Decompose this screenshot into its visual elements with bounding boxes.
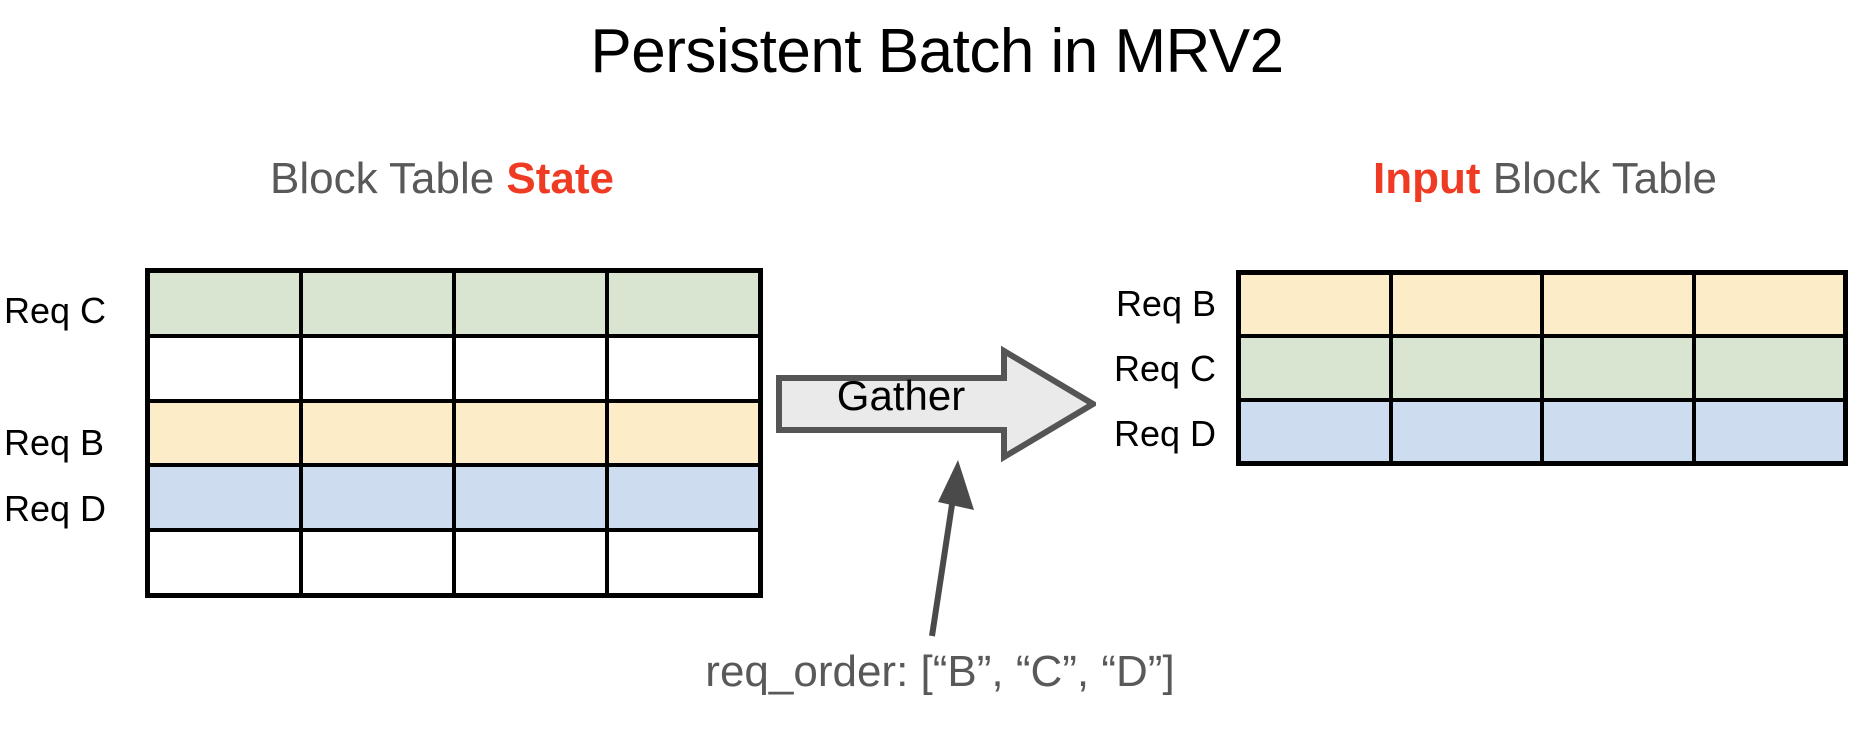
input-block-table-grid bbox=[1236, 270, 1848, 466]
grid-cell bbox=[456, 467, 605, 529]
right-heading-suffix: Block Table bbox=[1480, 154, 1717, 203]
gather-label: Gather bbox=[836, 372, 966, 419]
grid-cell bbox=[303, 467, 452, 529]
grid-cell bbox=[303, 337, 452, 399]
left-row-label-req-d: Req D bbox=[4, 488, 107, 529]
grid-cell bbox=[150, 532, 299, 593]
grid-cell bbox=[609, 337, 758, 399]
grid-cell bbox=[303, 273, 452, 334]
left-row-label-req-c: Req C bbox=[4, 290, 107, 331]
grid-cell bbox=[303, 532, 452, 593]
req-order-caption: req_order: [“B”, “C”, “D”] bbox=[705, 647, 1175, 696]
grid-cell bbox=[1544, 275, 1692, 335]
grid-cell bbox=[456, 337, 605, 399]
grid-cell bbox=[1392, 275, 1540, 335]
grid-cell bbox=[303, 402, 452, 464]
grid-cell bbox=[456, 402, 605, 464]
req-order-pointer-arrow-icon bbox=[929, 460, 974, 637]
grid-cell bbox=[1695, 338, 1843, 398]
left-panel-heading: Block Table State bbox=[182, 152, 702, 206]
right-row-label-req-b: Req B bbox=[1115, 283, 1216, 324]
grid-cell bbox=[1241, 338, 1389, 398]
grid-cell bbox=[1392, 401, 1540, 461]
grid-cell bbox=[1544, 338, 1692, 398]
grid-cell bbox=[1695, 401, 1843, 461]
grid-cell bbox=[1241, 401, 1389, 461]
gather-arrow-icon bbox=[776, 346, 1096, 462]
grid-cell bbox=[1241, 275, 1389, 335]
right-row-label-req-c: Req C bbox=[1113, 348, 1216, 389]
grid-cell bbox=[1695, 275, 1843, 335]
grid-cell bbox=[456, 532, 605, 593]
right-row-label-req-d: Req D bbox=[1113, 413, 1216, 454]
grid-cell bbox=[609, 467, 758, 529]
left-heading-accent: State bbox=[506, 154, 615, 203]
right-panel-heading: Input Block Table bbox=[1275, 152, 1815, 206]
grid-cell bbox=[609, 532, 758, 593]
grid-cell bbox=[1392, 338, 1540, 398]
block-table-state-grid bbox=[145, 268, 763, 598]
grid-cell bbox=[609, 402, 758, 464]
grid-cell bbox=[150, 337, 299, 399]
grid-cell bbox=[150, 467, 299, 529]
grid-cell bbox=[150, 402, 299, 464]
grid-cell bbox=[1544, 401, 1692, 461]
grid-cell bbox=[456, 273, 605, 334]
left-row-label-req-b: Req B bbox=[4, 422, 105, 463]
grid-cell bbox=[609, 273, 758, 334]
right-heading-accent: Input bbox=[1373, 154, 1481, 203]
left-heading-prefix: Block Table bbox=[269, 154, 507, 203]
grid-cell bbox=[150, 273, 299, 334]
page-title: Persistent Batch in MRV2 bbox=[590, 17, 1284, 86]
